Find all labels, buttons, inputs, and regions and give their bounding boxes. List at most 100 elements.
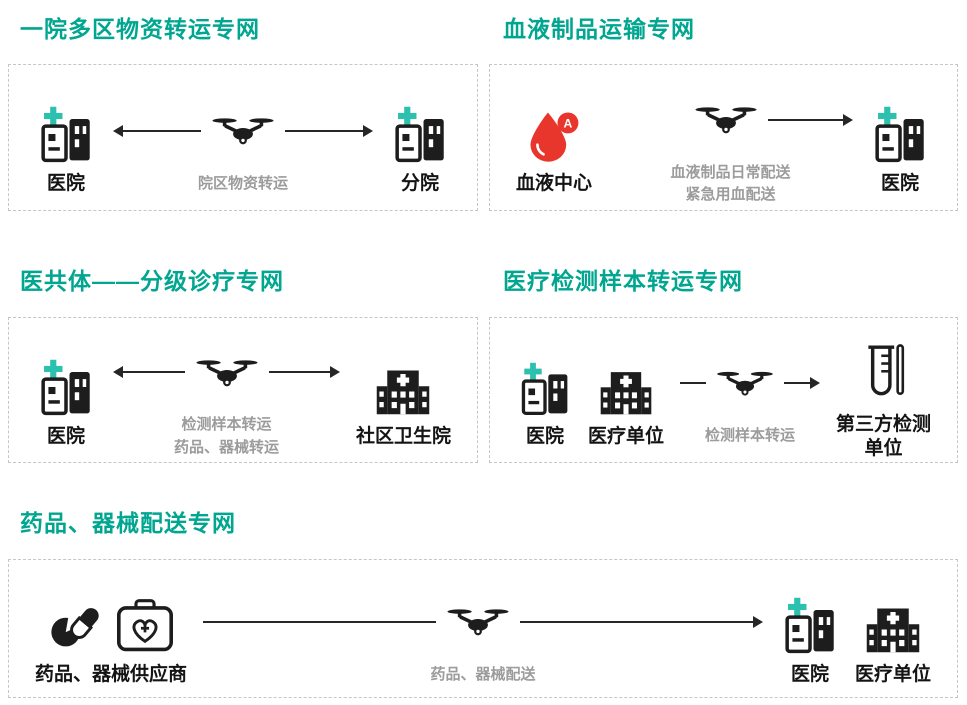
- station-label: 医院: [525, 425, 564, 447]
- station-label: 医疗单位: [588, 425, 665, 447]
- drone-icon: [193, 356, 261, 389]
- drone-icon: [444, 605, 512, 638]
- route-note: 血液制品日常配送 紧急用血配送: [608, 162, 853, 207]
- arrowhead-right-icon: [843, 113, 854, 126]
- station-group-senders: 医院 医疗单位: [516, 332, 664, 449]
- drone-icon: [714, 368, 776, 398]
- station-label: 社区卫生院: [355, 425, 451, 447]
- panel-pharma-delivery: 药品、器械供应商 药品、器械配送 医院 医疗单位: [8, 559, 958, 698]
- clinic-building-icon: [375, 360, 431, 416]
- route-line: [784, 382, 810, 385]
- clinic-icon-box: [375, 332, 431, 416]
- station-label: 医疗单位: [854, 664, 931, 686]
- medical-unit-building-icon: [865, 598, 921, 654]
- hospital-icon: [35, 358, 97, 416]
- route-gap: [608, 119, 684, 121]
- hospital-icon: [35, 105, 97, 163]
- station-label: 第三方检测 单位: [836, 413, 931, 461]
- hospital-icon-box: [779, 570, 841, 654]
- station-label: 血液中心: [516, 173, 593, 195]
- drone-icon: [692, 103, 760, 136]
- route-blood: 血液制品日常配送 紧急用血配送: [608, 69, 854, 207]
- arrowhead-right-icon: [330, 366, 340, 378]
- route-sample-transfer: 检测样本转运: [680, 332, 820, 448]
- hospital-icon: [516, 361, 574, 416]
- arrowhead-right-icon: [752, 615, 763, 628]
- section-title-tiered-care: 医共体——分级诊疗专网: [20, 268, 284, 294]
- arrowhead-left-icon: [113, 366, 123, 378]
- blood-drop-icon: [526, 109, 582, 163]
- section-title-campus-transfer: 一院多区物资转运专网: [20, 16, 260, 42]
- route-line: [520, 620, 753, 623]
- medical-unit-building-icon: [599, 362, 653, 416]
- lab-icon-box: [858, 320, 908, 404]
- route-note: 检测样本转运: [704, 427, 795, 445]
- route-line: [767, 118, 844, 121]
- panel-campus-transfer: 医院 院区物资转运 分院: [8, 64, 478, 211]
- blood-center-icon-box: [526, 79, 582, 163]
- station-hospital: 医院: [516, 332, 574, 449]
- hospital-icon-box: [35, 332, 97, 416]
- station-hospital: 医院: [35, 332, 97, 449]
- test-tube-icon: [858, 342, 908, 404]
- route-note: 药品、器械配送: [430, 665, 536, 683]
- route-note-line2: 药品、器械转运: [173, 438, 279, 456]
- route-campus: 院区物资转运: [113, 80, 373, 196]
- station-branch-hospital: 分院: [389, 79, 451, 196]
- branch-hospital-icon-box: [389, 79, 451, 163]
- route-line: [203, 620, 436, 623]
- route-flow: [113, 80, 373, 164]
- station-label: 医院: [880, 173, 919, 195]
- panel-blood-transport: 血液中心 血液制品日常配送 紧急用血配送 医院: [489, 64, 958, 211]
- route-pharma-delivery: 药品、器械配送: [203, 571, 763, 687]
- station-label-line1: 第三方检测: [835, 413, 931, 435]
- route-note-line1: 检测样本转运: [181, 416, 272, 433]
- station-hospital: 医院: [35, 79, 97, 196]
- hospital-icon-box: [35, 79, 97, 163]
- station-label: 药品、器械供应商: [35, 664, 188, 686]
- panel-tiered-care: 医院 检测样本转运 药品、器械转运 社区卫生院: [8, 317, 478, 463]
- route-note-line2: 紧急用血配送: [685, 186, 776, 203]
- hospital-icon-box: [516, 332, 574, 416]
- station-community-clinic: 社区卫生院: [356, 332, 451, 449]
- station-label: 医院: [46, 173, 85, 195]
- medical-unit-icon-box: [865, 570, 921, 654]
- panel-sample-transfer: 医院 医疗单位 检测样本转运 第三方检测 单位: [489, 317, 958, 463]
- branch-hospital-icon: [389, 105, 451, 163]
- section-title-sample-transfer: 医疗检测样本转运专网: [503, 268, 743, 294]
- route-flow: [203, 571, 763, 655]
- route-line: [285, 129, 363, 132]
- hospital-icon: [779, 596, 841, 654]
- station-supplier: 药品、器械供应商: [35, 570, 187, 687]
- drone-icon: [209, 114, 277, 147]
- route-line: [268, 371, 330, 373]
- pills-icon: [47, 600, 103, 654]
- route-tiered-care: 检测样本转运 药品、器械转运: [113, 321, 340, 459]
- arrowhead-left-icon: [113, 124, 123, 137]
- route-flow: [113, 321, 340, 405]
- station-label: 医院: [790, 664, 829, 686]
- medical-unit-icon-box: [599, 332, 653, 416]
- section-title-blood-transport: 血液制品运输专网: [503, 16, 695, 42]
- route-line: [123, 371, 185, 373]
- arrowhead-right-icon: [809, 377, 820, 390]
- station-blood-center: 血液中心: [516, 79, 592, 196]
- route-line: [123, 129, 201, 132]
- first-aid-kit-icon: [115, 598, 175, 654]
- route-note: 检测样本转运 药品、器械转运: [113, 414, 340, 459]
- station-medical-unit: 医疗单位: [588, 332, 664, 449]
- station-hospital: 医院: [779, 570, 841, 687]
- hospital-icon-box: [869, 79, 931, 163]
- arrowhead-right-icon: [363, 124, 373, 137]
- station-third-party-lab: 第三方检测 单位: [836, 320, 931, 461]
- station-label: 医院: [46, 425, 85, 447]
- route-flow: [608, 69, 854, 153]
- station-medical-unit: 医疗单位: [855, 570, 931, 687]
- route-flow: [680, 332, 820, 416]
- hospital-icon: [869, 105, 931, 163]
- route-line: [680, 382, 706, 385]
- section-title-pharma-delivery: 药品、器械配送专网: [20, 510, 236, 536]
- station-group-receivers: 医院 医疗单位: [779, 570, 931, 687]
- supplier-icon-box: [47, 570, 175, 654]
